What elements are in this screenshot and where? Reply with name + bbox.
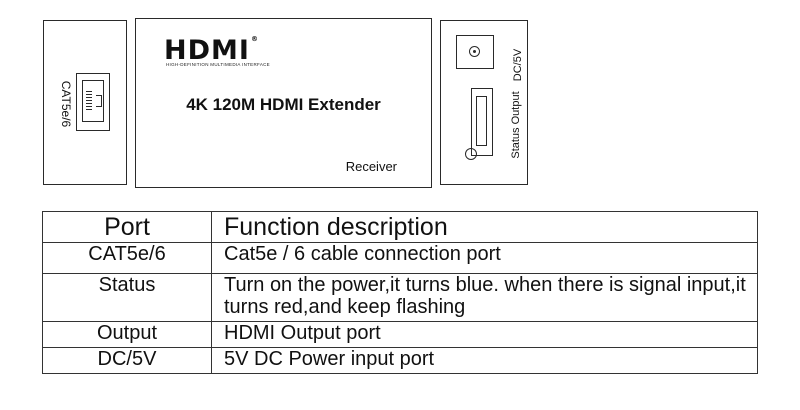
- table-row: Output HDMI Output port: [42, 321, 758, 348]
- product-title: 4K 120M HDMI Extender: [186, 95, 381, 114]
- description-cell: 5V DC Power input port: [211, 347, 758, 374]
- hdmi-logo: HDMI®: [164, 35, 259, 66]
- port-cell: Output: [42, 321, 212, 348]
- hdmi-output-port-icon: [471, 88, 493, 156]
- receiver-top-panel: HDMI® HIGH-DEFINITION MULTIMEDIA INTERFA…: [135, 18, 432, 188]
- rj45-port-icon: [76, 73, 110, 131]
- description-cell: Cat5e / 6 cable connection port: [211, 242, 758, 274]
- port-cell: DC/5V: [42, 347, 212, 374]
- description-cell: HDMI Output port: [211, 321, 758, 348]
- status-output-label: Status Output: [510, 91, 522, 159]
- port-column-header: Port: [42, 211, 212, 243]
- left-end-panel: CAT5e/6: [43, 20, 127, 185]
- table-row: DC/5V 5V DC Power input port: [42, 347, 758, 374]
- table-header-row: Port Function description: [42, 211, 758, 243]
- table-row: CAT5e/6 Cat5e / 6 cable connection port: [42, 242, 758, 274]
- cat-port-label: CAT5e/6: [59, 80, 73, 128]
- function-column-header: Function description: [211, 211, 758, 243]
- hdmi-logo-tagline: HIGH-DEFINITION MULTIMEDIA INTERFACE: [166, 62, 270, 67]
- port-function-table: Port Function description CAT5e/6 Cat5e …: [42, 211, 758, 374]
- right-end-panel: DC/5V Status Output: [440, 20, 528, 185]
- unit-label: Receiver: [345, 159, 397, 174]
- port-cell: Status: [42, 273, 212, 322]
- port-cell: CAT5e/6: [42, 242, 212, 274]
- table-row: Status Turn on the power,it turns blue. …: [42, 273, 758, 322]
- description-cell: Turn on the power,it turns blue. when th…: [211, 273, 758, 322]
- status-led-icon: [465, 148, 477, 160]
- dc-power-jack-icon: [456, 35, 494, 69]
